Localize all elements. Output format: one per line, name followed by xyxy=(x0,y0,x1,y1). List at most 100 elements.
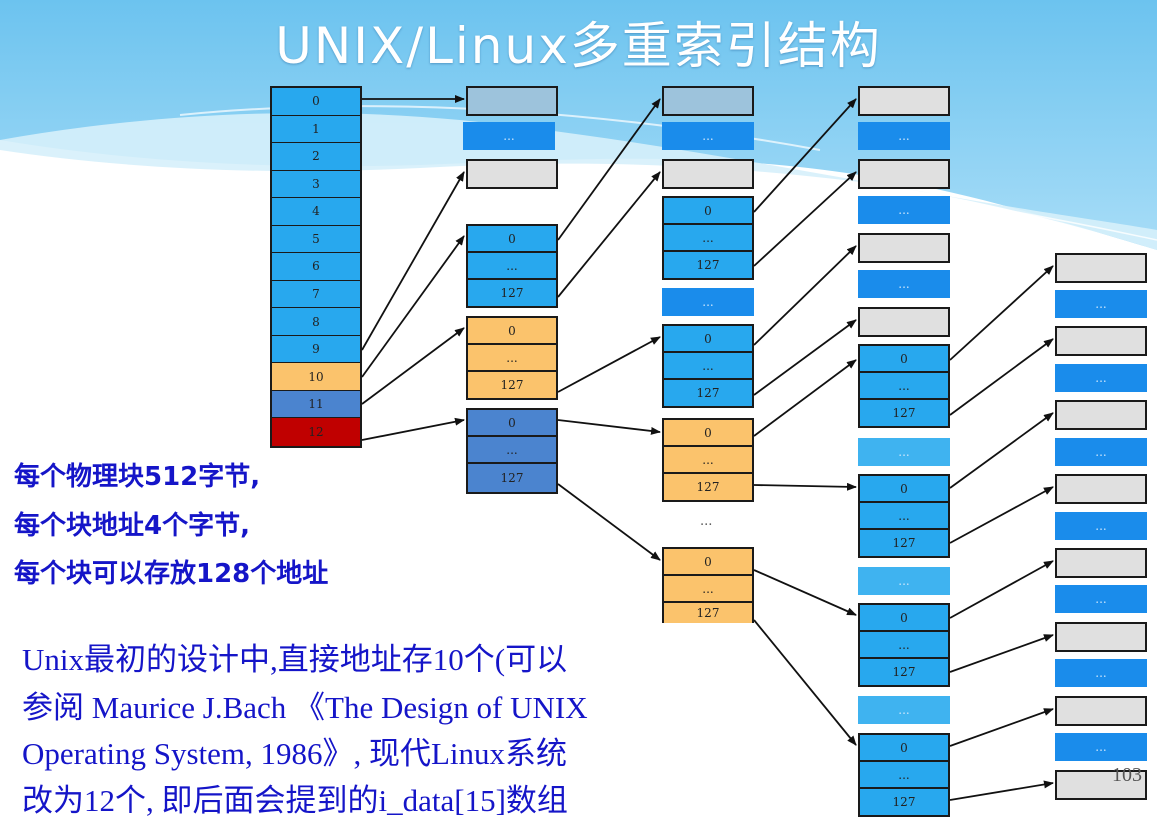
ellipsis-block: ... xyxy=(662,122,754,150)
ellipsis-block: ... xyxy=(1055,290,1147,318)
block-cell-mid: ... xyxy=(860,503,948,530)
block-cell-first: 0 xyxy=(664,326,752,353)
paragraph-line-1: Unix最初的设计中,直接地址存10个(可以 xyxy=(22,642,568,677)
inode-cell-0: 0 xyxy=(272,88,360,116)
inode-cell-7: 7 xyxy=(272,280,360,309)
block-cell-first: 0 xyxy=(664,549,752,576)
block-cell-first: 0 xyxy=(860,346,948,373)
data-block xyxy=(662,86,754,116)
ellipsis-block: ... xyxy=(1055,438,1147,466)
indirect-block-double: 0 ... 127 xyxy=(466,316,558,400)
ellipsis-block: ... xyxy=(858,696,950,724)
inode-cell-2: 2 xyxy=(272,143,360,171)
indirect-block: 0 ... 127 xyxy=(858,733,950,817)
data-block xyxy=(466,86,558,116)
inode-cell-4: 4 xyxy=(272,198,360,226)
note-addresses-per-block: 每个块可以存放128个地址 xyxy=(14,559,329,589)
note-block-size: 每个物理块512字节, xyxy=(14,462,261,492)
ellipsis-block: ... xyxy=(1055,585,1147,613)
block-cell-last: 127 xyxy=(892,795,916,809)
ellipsis-block: ... xyxy=(1055,659,1147,687)
block-cell-first: 0 xyxy=(468,226,556,253)
data-block xyxy=(1055,696,1147,726)
indirect-block-single: 0 ... 127 xyxy=(466,224,558,308)
ellipsis-block: ... xyxy=(1055,512,1147,540)
block-cell-mid: ... xyxy=(468,253,556,280)
ellipsis-text: ... xyxy=(700,514,713,529)
inode-cell-1: 1 xyxy=(272,115,360,144)
data-block xyxy=(1055,622,1147,652)
block-cell-last: 127 xyxy=(892,536,916,550)
block-cell-last: 127 xyxy=(892,406,916,420)
data-block xyxy=(1055,474,1147,504)
block-cell-first: 0 xyxy=(664,198,752,225)
page-number: 103 xyxy=(1112,764,1142,786)
block-cell-first: 0 xyxy=(860,605,948,632)
block-cell-mid: ... xyxy=(664,225,752,252)
ellipsis-block: ... xyxy=(858,270,950,298)
inode-cell-8: 8 xyxy=(272,308,360,336)
block-cell-mid: ... xyxy=(664,447,752,474)
block-cell-last: 127 xyxy=(696,606,720,620)
data-block xyxy=(1055,770,1147,800)
indirect-block-triple: 0 ... 127 xyxy=(466,408,558,494)
indirect-block: 0 ... 127 xyxy=(858,474,950,558)
block-cell-first: 0 xyxy=(468,318,556,345)
ellipsis-block: ... xyxy=(858,122,950,150)
block-cell-last: 127 xyxy=(500,378,524,392)
inode-cell-10: 10 xyxy=(272,363,360,391)
inode-cell-5: 5 xyxy=(272,225,360,254)
ellipsis-block: ... xyxy=(1055,364,1147,392)
data-block xyxy=(858,159,950,189)
block-cell-last: 127 xyxy=(500,286,524,300)
paragraph-line-4: 改为12个, 即后面会提到的i_data[15]数组 xyxy=(22,783,568,818)
note-address-size: 每个块地址4个字节, xyxy=(14,511,250,541)
indirect-block: 0 ... 127 xyxy=(858,344,950,428)
data-block xyxy=(1055,253,1147,283)
data-block xyxy=(1055,326,1147,356)
block-cell-mid: ... xyxy=(664,353,752,380)
block-cell-last: 127 xyxy=(696,386,720,400)
block-cell-last: 127 xyxy=(892,665,916,679)
ellipsis-block: ... xyxy=(662,288,754,316)
data-block xyxy=(662,159,754,189)
block-cell-first: 0 xyxy=(860,735,948,762)
block-cell-mid: ... xyxy=(664,576,752,603)
block-cell-last: 127 xyxy=(500,471,524,485)
data-block xyxy=(466,159,558,189)
inode-cell-3: 3 xyxy=(272,170,360,199)
block-cell-mid: ... xyxy=(860,373,948,400)
inode-cell-6: 6 xyxy=(272,253,360,281)
block-cell-first: 0 xyxy=(468,410,556,437)
paragraph-line-2: 参阅 Maurice J.Bach 《The Design of UNIX xyxy=(22,690,588,725)
indirect-block: 0 ... 127 xyxy=(662,196,754,280)
block-cell-last: 127 xyxy=(696,258,720,272)
block-cell-mid: ... xyxy=(860,762,948,789)
indirect-block: 0 ... 127 xyxy=(662,418,754,502)
data-block xyxy=(858,307,950,337)
indirect-block: 0 ... 127 xyxy=(858,603,950,687)
inode-cell-12: 12 xyxy=(272,418,360,446)
ellipsis-block: ... xyxy=(858,567,950,595)
paragraph-line-3: Operating System, 1986》, 现代Linux系统 xyxy=(22,736,568,771)
ellipsis-block: ... xyxy=(858,438,950,466)
block-cell-mid: ... xyxy=(468,345,556,372)
block-cell-mid: ... xyxy=(860,632,948,659)
data-block xyxy=(858,86,950,116)
page-title: UNIX/Linux多重索引结构 xyxy=(275,17,882,75)
ellipsis-block: ... xyxy=(463,122,555,150)
data-block xyxy=(1055,548,1147,578)
data-block xyxy=(858,233,950,263)
block-cell-last: 127 xyxy=(696,480,720,494)
ellipsis-block: ... xyxy=(1055,733,1147,761)
data-block xyxy=(1055,400,1147,430)
block-cell-first: 0 xyxy=(860,476,948,503)
block-cell-mid: ... xyxy=(468,437,556,464)
inode-cell-9: 9 xyxy=(272,335,360,364)
indirect-block: 0 ... 127 xyxy=(662,547,754,623)
ellipsis-block: ... xyxy=(858,196,950,224)
block-cell-first: 0 xyxy=(664,420,752,447)
inode-cell-11: 11 xyxy=(272,390,360,419)
indirect-block: 0 ... 127 xyxy=(662,324,754,408)
